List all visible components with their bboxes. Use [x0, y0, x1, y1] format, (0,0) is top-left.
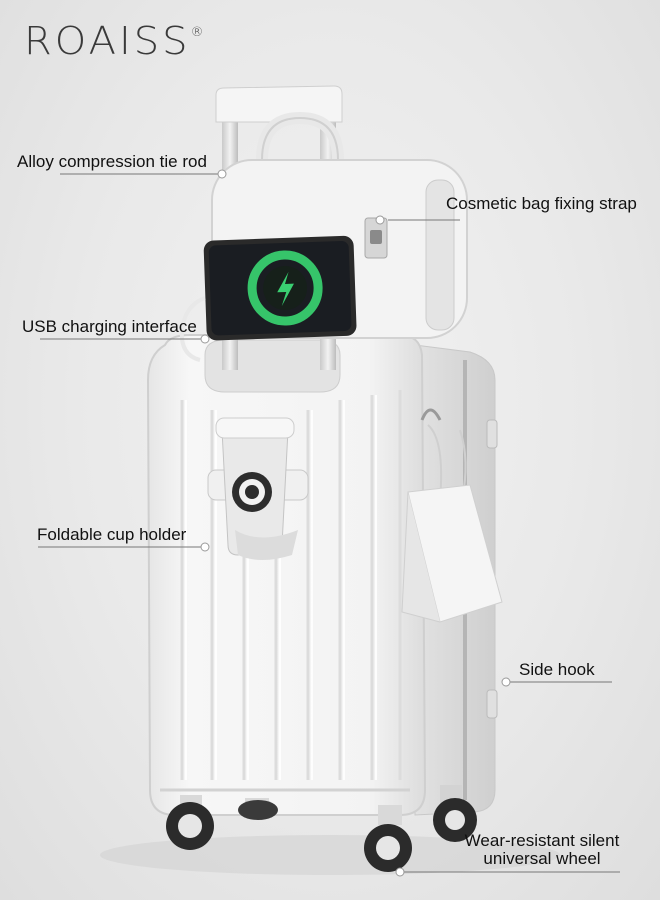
floor-shadow: [100, 835, 560, 875]
brand-logo: ROAISS®: [24, 20, 204, 64]
suitcase-front-shell: [146, 334, 427, 816]
cup-holder: [207, 417, 309, 560]
callout-usb: USB charging interface: [22, 317, 197, 336]
callout-strap: Cosmetic bag fixing strap: [446, 194, 637, 213]
usb-cable: [179, 296, 206, 362]
brand-name: ROAISS: [24, 20, 191, 64]
callout-lines: [38, 173, 620, 873]
callout-side-hook: Side hook: [519, 660, 595, 679]
callout-wheel-line2: universal wheel: [483, 849, 601, 868]
registered-mark: ®: [190, 25, 204, 40]
phone-charging: [203, 235, 357, 341]
paper-bag: [401, 408, 503, 623]
callout-wheel-line1: Wear-resistant silent: [464, 831, 620, 850]
callout-cup-holder: Foldable cup holder: [37, 525, 187, 544]
callout-wheel: Wear-resistant silent universal wheel: [452, 832, 632, 868]
callout-dots: [200, 169, 511, 877]
wheels: [166, 785, 477, 872]
callout-tie-rod: Alloy compression tie rod: [17, 152, 207, 171]
